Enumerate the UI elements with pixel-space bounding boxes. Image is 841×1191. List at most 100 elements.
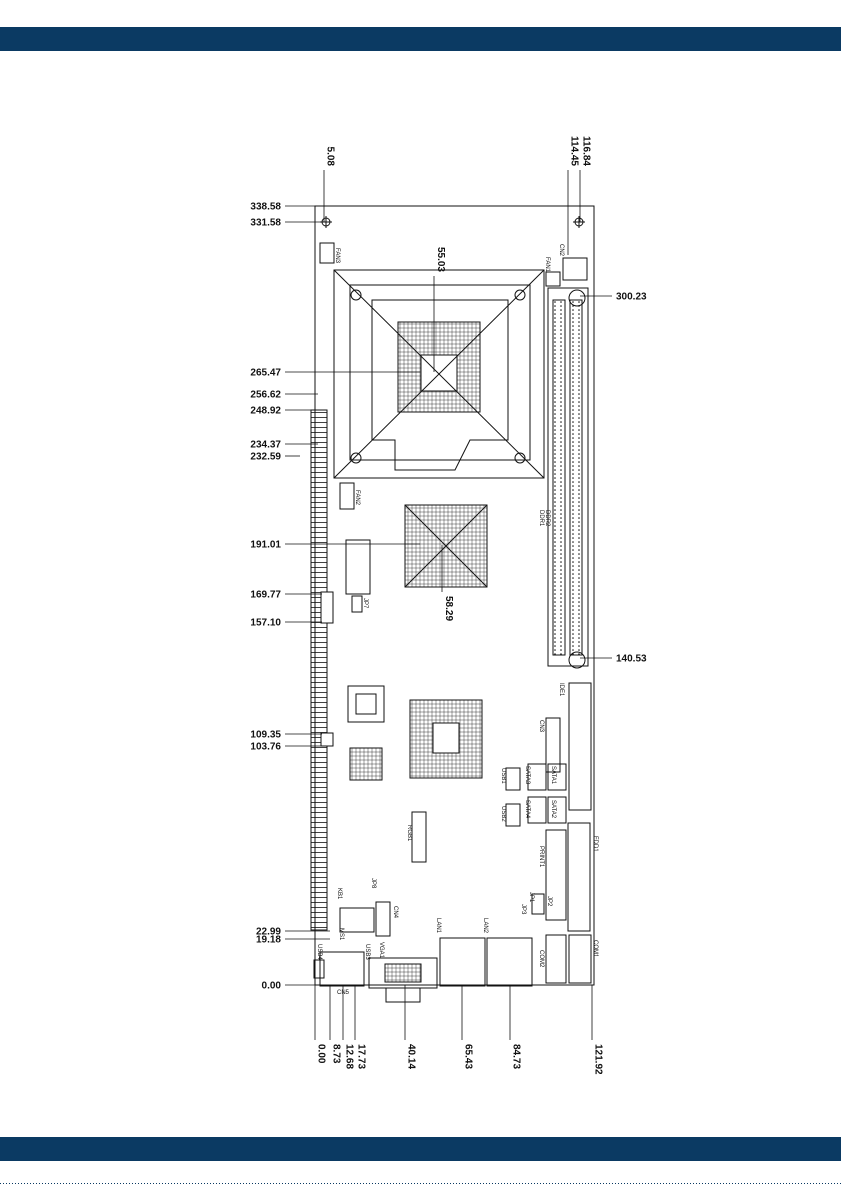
dim-label-bottom: 121.92: [593, 1044, 604, 1075]
ide1-connector: [568, 682, 592, 811]
mounting-hole-right: [573, 216, 585, 228]
label-com2: COM2: [538, 950, 544, 968]
label-fan3: FAN3: [334, 248, 340, 264]
dim-label-left: 109.35: [250, 730, 281, 741]
dim-label-bottom: 84.73: [511, 1044, 522, 1069]
cn3-header: [545, 717, 561, 773]
label-com1: COM1: [592, 940, 598, 958]
sata2-port: [547, 796, 567, 824]
footer-dotted-line: [0, 1183, 841, 1184]
fan3-header: [319, 242, 335, 264]
edge-notch-2: [320, 732, 334, 747]
label-ddr2: DDR2: [544, 510, 550, 527]
edge-notch-1: [320, 591, 334, 624]
dim-label-left: 0.00: [262, 981, 282, 992]
label-sata2: SATA2: [550, 800, 556, 819]
label-sata1: SATA1: [550, 766, 556, 785]
lan1-port: [439, 937, 486, 987]
dim-label-bottom: 12.68: [344, 1044, 355, 1069]
dim-label-left: 157.10: [250, 618, 281, 629]
edge-connector: [310, 409, 328, 931]
dim-label-top: 5.08: [325, 147, 336, 167]
dim-label-left: 232.59: [250, 452, 281, 463]
label-kb1: KB1: [336, 888, 342, 900]
rgb-header: [411, 811, 427, 863]
label-fan2: FAN2: [354, 490, 360, 506]
label-ide1: IDE1: [558, 683, 564, 697]
label-usb1: USB1: [500, 768, 506, 784]
kb1-connector: [339, 907, 375, 933]
dim-label-right: 140.53: [616, 654, 647, 665]
dimm-latch-top: [568, 289, 586, 307]
label-jp1: JP1: [528, 892, 534, 903]
dim-label-bottom: 8.73: [331, 1044, 342, 1064]
jp-block: [531, 893, 545, 915]
dimension-annotations: 338.58 331.58 265.47 256.62 248.92 234.37232.…: [250, 136, 647, 1075]
cn2-header: [562, 257, 588, 281]
dimm-slot-1: [552, 299, 566, 656]
dim-label-left: 256.62: [250, 390, 281, 401]
dim-label-inner: 55.03: [435, 247, 446, 272]
dim-label-left: 191.01: [250, 540, 281, 551]
dim-label-left: 248.92: [250, 406, 281, 417]
dim-label-left: 234.37: [250, 440, 281, 451]
label-cn4: CN4: [392, 906, 398, 919]
label-ddr1: DDR1: [538, 510, 544, 527]
dim-label-bottom: 65.43: [463, 1044, 474, 1069]
sata4-port: [527, 796, 547, 824]
dim-label-left: 331.58: [250, 218, 281, 229]
label-jp2: JP2: [546, 896, 552, 907]
dim-label-bottom: 17.73: [356, 1044, 367, 1069]
label-ms1: MS1: [338, 928, 344, 941]
dim-label-top: 116.84: [581, 136, 592, 166]
lan2-port: [486, 937, 533, 987]
label-usb3: USB3: [364, 944, 370, 960]
label-sata3: SATA3: [524, 766, 530, 785]
fan1-header: [545, 271, 561, 287]
label-vga1: VGA1: [378, 942, 384, 959]
label-usb2: USB2: [500, 806, 506, 822]
dim-label-right: 300.23: [616, 292, 647, 303]
label-jp8: JP8: [370, 878, 376, 889]
bios-socket: [347, 685, 385, 723]
label-lan1: LAN1: [435, 918, 441, 934]
label-print1: PRINT1: [538, 846, 544, 868]
dimm-latch-bottom: [568, 651, 586, 669]
usb3-usb4-port: [319, 951, 365, 987]
print1-connector: [545, 829, 567, 921]
label-rgb: RGB1: [406, 825, 412, 842]
dim-label-left: 19.18: [256, 935, 281, 946]
fdd1-connector: [567, 822, 591, 932]
com1-connector: [568, 934, 592, 984]
sata3-port: [527, 763, 547, 791]
mosfet-block: [345, 539, 371, 595]
label-cn2: CN2: [558, 244, 564, 257]
com2-connector: [545, 934, 567, 984]
label-sata4: SATA4: [524, 800, 530, 819]
header-band: [0, 27, 841, 51]
dim-label-bottom: 0.00: [316, 1044, 327, 1064]
dim-label-top: 114.45: [569, 136, 580, 166]
dimm-area: [547, 287, 589, 667]
label-usb4: USB4: [316, 944, 322, 960]
usb2-header: [505, 803, 521, 827]
dim-label-inner: 58.29: [443, 596, 454, 621]
label-fdd1: FDD1: [592, 836, 598, 852]
component-labels: FAN3 FAN2 FAN1 CN2 JP7 DDR1 DDR2 IDE1 CN…: [316, 244, 598, 996]
label-fan1: FAN1: [544, 257, 550, 273]
dim-label-left: 103.76: [250, 742, 281, 753]
label-jp3: JP3: [520, 904, 526, 915]
super-io-chip: [349, 747, 383, 781]
cn4-header: [375, 901, 391, 937]
dim-label-left: 265.47: [250, 368, 281, 379]
label-cn3: CN3: [538, 720, 544, 733]
cpu-socket: [333, 269, 545, 479]
label-jp7: JP7: [362, 598, 368, 609]
footer-band: [0, 1137, 841, 1161]
dim-label-left: 169.77: [250, 590, 281, 601]
dim-label-left: 22.99: [256, 927, 281, 938]
dim-label-bottom: 40.14: [406, 1044, 417, 1069]
sata1-port: [547, 763, 567, 791]
dim-label-left: 338.58: [250, 202, 281, 213]
